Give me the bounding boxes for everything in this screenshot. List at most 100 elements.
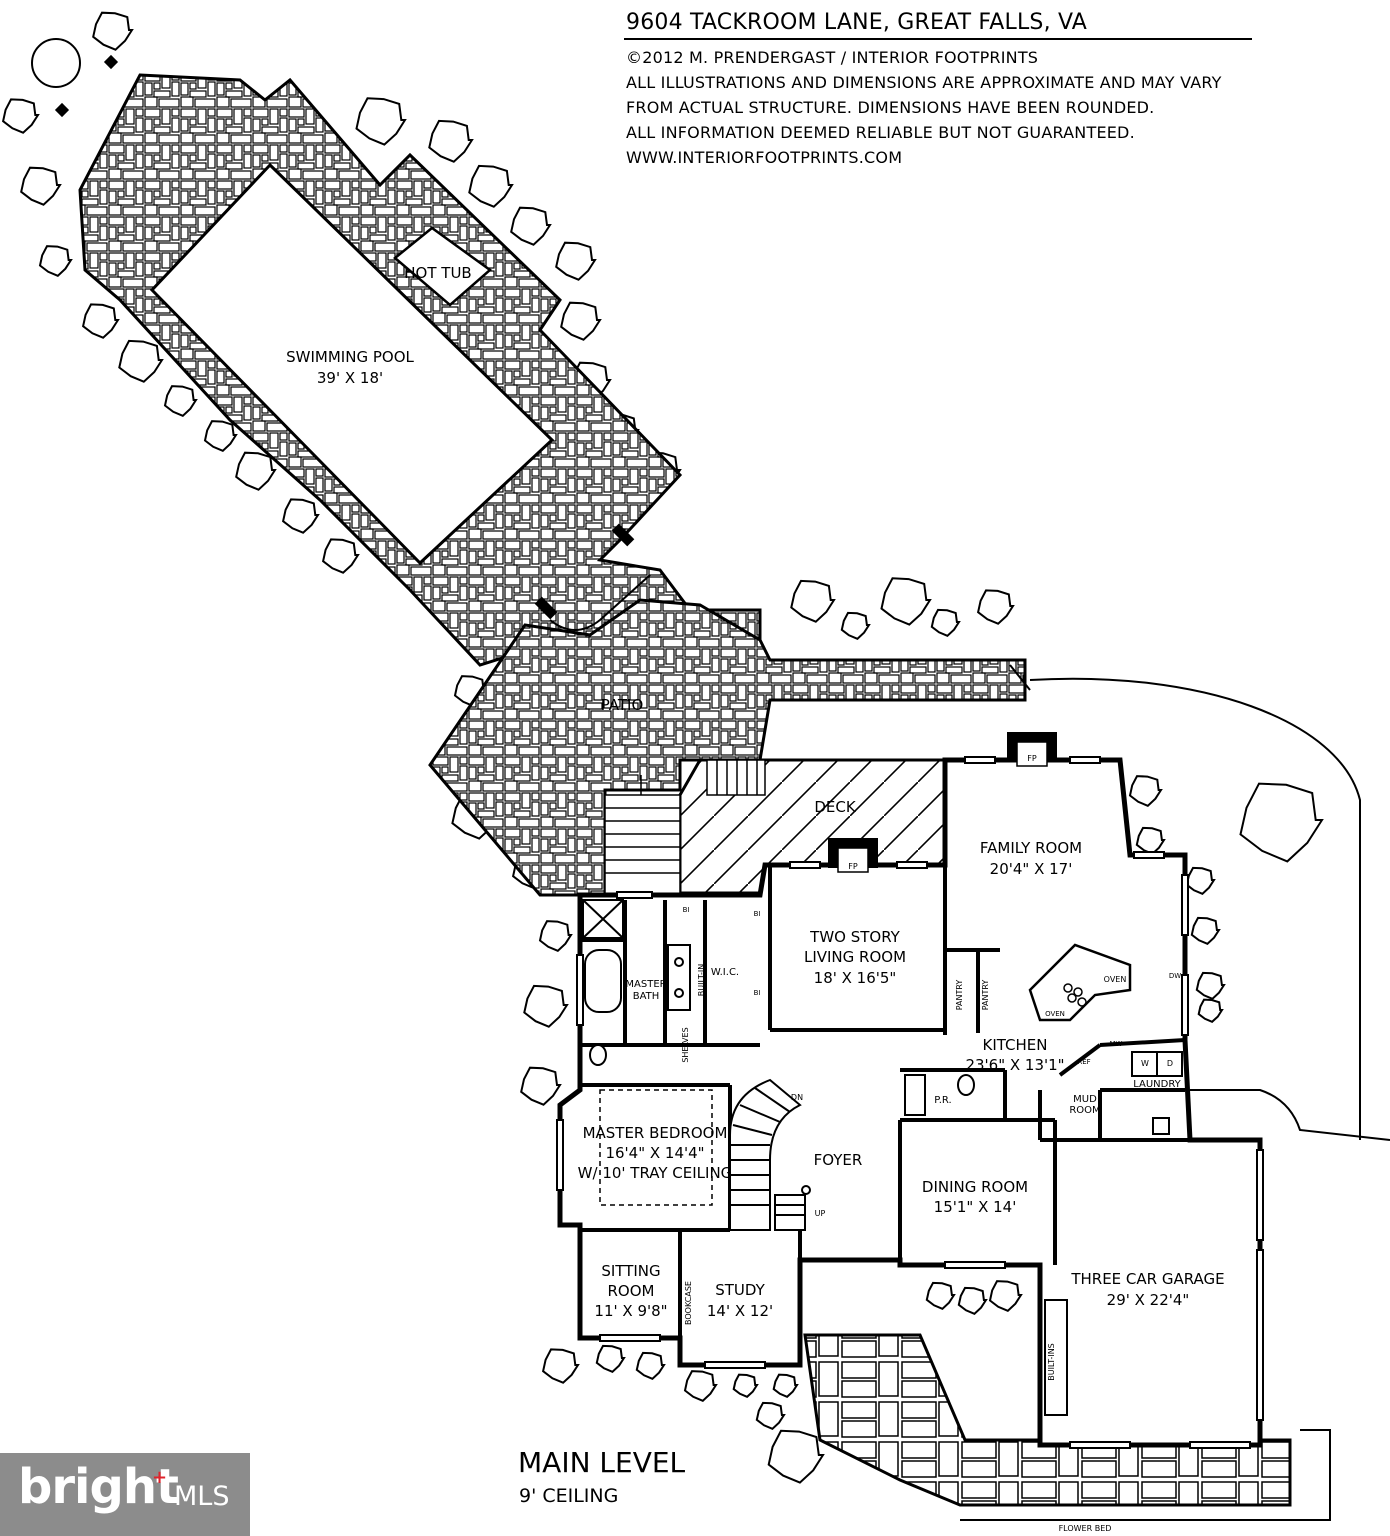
shrub-icon <box>538 920 573 952</box>
website-line: WWW.INTERIORFOOTPRINTS.COM <box>626 148 903 167</box>
shrub-icon <box>428 119 474 163</box>
fireplace-living-room <box>828 838 878 873</box>
living-room-label-1: TWO STORY <box>809 928 901 946</box>
wic-label: W.I.C. <box>711 967 739 978</box>
master-bedroom-dims: 16'4" X 14'4" <box>605 1144 704 1162</box>
post-marker-icon <box>54 102 70 118</box>
shrub-icon <box>510 206 552 246</box>
interior-walls <box>580 865 1260 1365</box>
logo-brand: bright <box>18 1459 179 1515</box>
oven-label-wall: OVEN <box>1045 1010 1065 1018</box>
flower-bed-label: FLOWER BED <box>1059 1524 1112 1533</box>
hot-tub-label: HOT TUB <box>404 264 471 282</box>
hot-tub <box>393 226 493 307</box>
shrub-icon <box>767 1429 825 1484</box>
built-in-label: BUILT-IN <box>697 964 706 996</box>
shrub-icon <box>755 1401 786 1430</box>
sitting-room-label-2: ROOM <box>608 1282 655 1300</box>
ref-label: REF <box>1077 1058 1090 1066</box>
level-ceiling: 9' CEILING <box>519 1485 619 1507</box>
shrub-icon <box>281 498 320 534</box>
dining-room-dims: 15'1" X 14' <box>934 1198 1017 1216</box>
disclaimer-line-2: FROM ACTUAL STRUCTURE. DIMENSIONS HAVE B… <box>626 98 1155 117</box>
kitchen-island <box>1028 943 1132 1022</box>
fp-label-family: FP <box>1027 754 1037 763</box>
bi-label-1: BI <box>683 906 690 914</box>
shrub-icon <box>957 1286 988 1315</box>
shrub-icon <box>555 241 597 281</box>
logo-accent-icon: + <box>152 1467 168 1488</box>
fp-label-living: FP <box>848 862 858 871</box>
shrub-icon <box>683 1370 718 1402</box>
fountain-icon <box>31 38 81 88</box>
shrub-icon <box>560 301 602 341</box>
pantry-label-1: PANTRY <box>955 980 964 1011</box>
level-title: MAIN LEVEL <box>518 1446 686 1479</box>
tray-ceiling-outline <box>599 1089 713 1206</box>
driveway-edge <box>1029 677 1361 1140</box>
shrub-icon <box>523 984 569 1028</box>
shrub-icon <box>772 1373 799 1398</box>
laundry-label: LAUNDRY <box>1133 1079 1181 1090</box>
shelves-label: SHELVES <box>681 1027 690 1062</box>
study-label: STUDY <box>715 1281 765 1299</box>
bright-mls-logo: bright + MLS <box>0 1453 250 1536</box>
shrub-icon <box>118 339 164 383</box>
mud-room-label-2: ROOM <box>1069 1105 1100 1116</box>
washer-label: W <box>1141 1059 1149 1068</box>
garden-path <box>549 574 651 631</box>
living-room-dims: 18' X 16'5" <box>814 969 897 987</box>
disclaimer-line-1: ALL ILLUSTRATIONS AND DIMENSIONS ARE APP… <box>626 73 1222 92</box>
shrub-icon <box>1 98 40 134</box>
built-ins-label: BUILT-INS <box>1047 1343 1056 1381</box>
shrub-icon <box>468 164 514 208</box>
pool-label: SWIMMING POOL <box>286 348 414 366</box>
kitchen-dims: 23'6" X 13'1" <box>965 1056 1064 1074</box>
sitting-room-dims: 11' X 9'8" <box>594 1302 667 1320</box>
shrub-icon <box>732 1373 759 1398</box>
shrub-icon <box>595 1344 626 1373</box>
shrub-icon <box>1135 826 1166 855</box>
fireplace-family-room <box>1007 732 1057 767</box>
sitting-room-label-1: SITTING <box>601 1262 660 1280</box>
shrub-icon <box>976 589 1015 625</box>
logo-suffix: MLS <box>174 1481 230 1512</box>
oven-label-island: OVEN <box>1104 975 1127 984</box>
living-room-label-2: LIVING ROOM <box>804 948 906 966</box>
disclaimer-line-3: ALL INFORMATION DEEMED RELIABLE BUT NOT … <box>626 123 1135 142</box>
dryer-label: D <box>1167 1059 1173 1068</box>
shrub-icon <box>235 451 277 491</box>
header-rule <box>624 38 1252 40</box>
shrub-icon <box>92 11 134 51</box>
deck-label: DECK <box>814 798 857 816</box>
bookcase-label: BOOKCASE <box>684 1281 693 1325</box>
shrub-icon <box>38 245 73 277</box>
stair-up-label: UP <box>815 1209 826 1218</box>
shrub-icon <box>880 577 932 626</box>
shrub-icon <box>203 420 238 452</box>
master-bedroom-label: MASTER BEDROOM <box>583 1124 728 1142</box>
dw-label: DW <box>1169 972 1181 980</box>
swimming-pool <box>149 162 555 566</box>
shrub-icon <box>163 385 198 417</box>
shrub-icon <box>1190 916 1221 945</box>
shrub-icon <box>20 166 62 206</box>
patio-label: PATIO <box>601 696 644 714</box>
shrub-icon <box>988 1280 1023 1312</box>
master-bath-fixtures <box>582 899 691 1066</box>
shrub-icon <box>1239 782 1324 863</box>
study-dims: 14' X 12' <box>707 1302 773 1320</box>
kitchen-label: KITCHEN <box>983 1036 1048 1054</box>
powder-room-fixtures <box>904 1074 975 1116</box>
cooktop-icon <box>1063 983 1087 1007</box>
front-walk <box>803 1333 1292 1507</box>
shrub-icon <box>355 97 407 146</box>
family-room-dims: 20'4" X 17' <box>990 860 1073 878</box>
master-bath-label-2: BATH <box>633 991 660 1002</box>
copyright-line: ©2012 M. PRENDERGAST / INTERIOR FOOTPRIN… <box>626 48 1039 67</box>
stair-down-label: DN <box>791 1093 803 1102</box>
mw-label: MW <box>1110 1040 1123 1048</box>
laundry-appliances <box>1131 1051 1183 1135</box>
